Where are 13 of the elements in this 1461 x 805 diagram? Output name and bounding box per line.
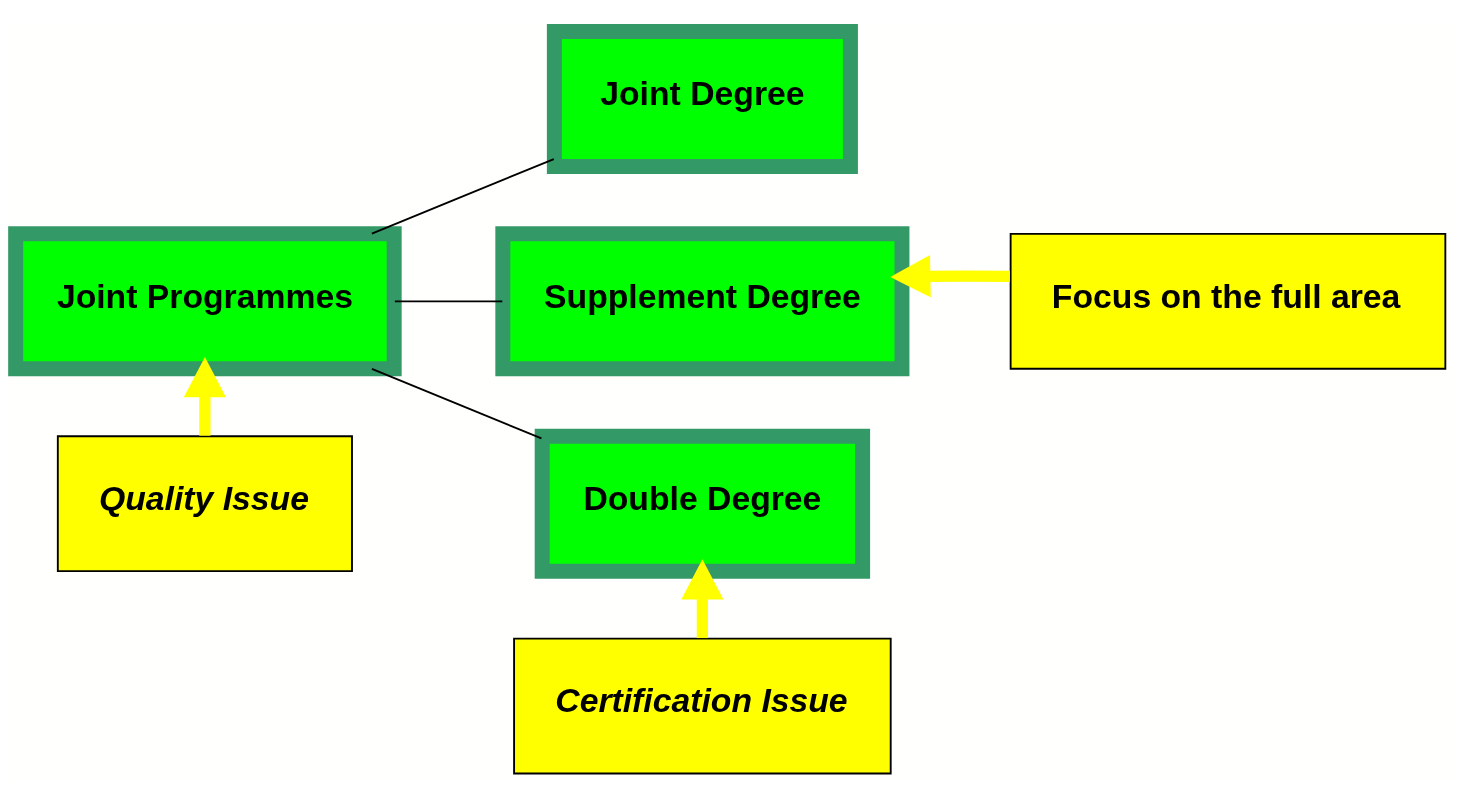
node-box: Certification Issue bbox=[513, 637, 892, 775]
arrow bbox=[681, 559, 724, 639]
node-box: Joint Programmes bbox=[8, 226, 402, 377]
node-box: Double Degree bbox=[534, 428, 871, 579]
connector bbox=[370, 158, 555, 235]
node-box: Focus on the full area bbox=[1009, 232, 1447, 370]
arrow bbox=[890, 255, 1010, 298]
connector bbox=[370, 368, 543, 440]
arrow bbox=[183, 356, 226, 436]
node-box: Supplement Degree bbox=[495, 226, 910, 377]
node-box: Joint Degree bbox=[546, 24, 858, 174]
node-box: Quality Issue bbox=[56, 435, 353, 573]
connector bbox=[393, 300, 504, 303]
